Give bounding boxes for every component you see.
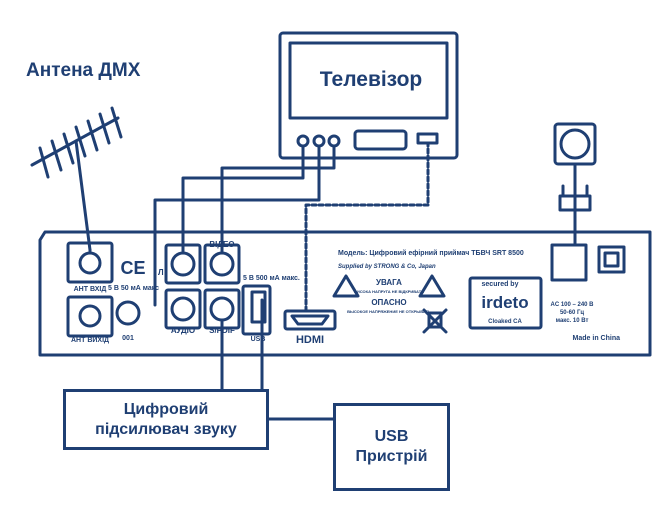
tv-icon [278,31,459,160]
receiver-body [38,230,652,357]
amplifier-line2: підсилювач звуку [95,420,237,438]
made-in-label: Made in China [573,335,621,342]
cert-number: 001 [122,335,134,342]
usb-device-line2: Пристрій [355,448,428,465]
digital-amplifier-box: Цифровий підсилювач звуку [63,389,269,450]
antenna-title: Антена ДМХ [26,60,141,81]
model-text: Модель: Цифровий ефірний приймач ТБВЧ SR… [338,249,524,257]
hdmi-label: HDMI [296,334,324,346]
audio-left-label: Л [158,268,164,277]
cloaked-label: Cloaked CA [488,319,522,325]
video-label: ВІДЕО [209,240,234,249]
power-spec-line2: 50-60 Гц [560,310,584,316]
ant-power-label: 5 В 50 мА макс [108,285,159,292]
antenna-icon [30,106,123,252]
spdif-label: S/PDIF [209,326,235,335]
usb-port-label: USB [251,336,266,343]
supplier-text: Supplied by STRONG & Co, Japan [338,264,436,270]
ant-in-label: АНТ ВХІД [74,286,107,293]
ant-out-label: АНТ ВИХІД [71,337,109,344]
cables [88,144,577,421]
usb-device-line1: USB [374,428,409,445]
amplifier-line1: Цифровий [123,400,209,418]
power-socket-icon [553,122,597,220]
warning-ua: УВАГА [376,278,402,287]
hdmi-cable [304,141,430,313]
power-spec-line1: AC 100 – 240 В [550,302,594,308]
power-spec-line3: макс. 10 Вт [556,318,589,324]
tv-title: Телевізор [319,68,423,91]
ce-mark: CE [120,258,145,278]
warning-ua-sub: ВИСОКА НАПРУГА НЕ ВІДКРИВАТИ [354,289,424,294]
audio-label: АУДІО [171,326,195,335]
secured-by-label: secured by [482,281,519,288]
warning-ru-sub: ВЫСОКОЕ НАПРЯЖЕНИЕ НЕ ОТКРЫВАТЬ [347,309,431,314]
usb-power-label: 5 В 500 мА макс. [243,275,300,282]
usb-device-box: USB Пристрій [333,403,450,491]
irdeto-logo-text: irdeto [481,293,528,312]
warning-ru: ОПАСНО [371,298,406,307]
